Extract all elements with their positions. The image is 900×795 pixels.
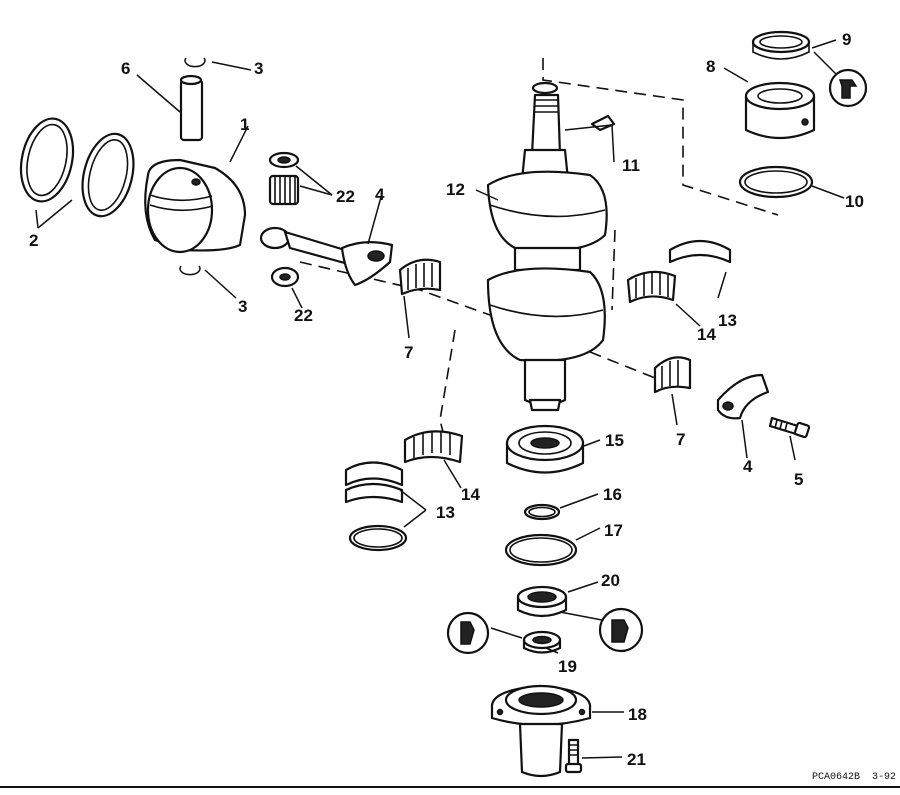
- roller-cage-upper: [398, 258, 442, 296]
- bearing-cage-upper: [626, 270, 677, 304]
- callout-19: 19: [558, 657, 577, 676]
- retaining-clip-top: [184, 57, 206, 68]
- bearing-shell-lower: [344, 461, 404, 504]
- bottom-rule: [0, 786, 900, 788]
- callout-9: 9: [842, 30, 851, 49]
- callout-13-lower: 13: [436, 503, 455, 522]
- callout-12: 12: [446, 180, 465, 199]
- callout-14-upper: 14: [697, 325, 716, 344]
- o-ring-upper: [738, 165, 814, 199]
- rod-cap: [716, 373, 770, 420]
- callout-11: 11: [622, 156, 640, 175]
- callout-8: 8: [706, 57, 715, 76]
- callout-7-lower: 7: [676, 430, 685, 449]
- callout-17: 17: [604, 521, 623, 540]
- callout-16: 16: [603, 485, 622, 504]
- callout-22-bottom: 22: [294, 306, 313, 325]
- sealant-symbol-left: [446, 611, 490, 655]
- woodruff-key: [590, 114, 616, 132]
- callout-6: 6: [121, 59, 130, 78]
- retaining-clip-bottom: [179, 265, 201, 276]
- sealant-symbol-right: [598, 607, 644, 653]
- callout-3-top: 3: [254, 59, 263, 78]
- bearing-shell-upper: [668, 240, 732, 264]
- seal-ring: [751, 30, 811, 60]
- piston-rings: [19, 117, 135, 218]
- mounting-screw: [564, 738, 583, 774]
- lubricant-symbol-top: [828, 68, 868, 108]
- callout-7-upper: 7: [404, 343, 413, 362]
- oil-seal-upper: [516, 585, 568, 618]
- callout-3-bottom: 3: [238, 297, 247, 316]
- callout-1: 1: [240, 115, 249, 134]
- o-ring-lower: [504, 533, 578, 567]
- leader-lines: [35, 39, 845, 759]
- callout-2: 2: [29, 231, 38, 250]
- oil-seal-lower: [522, 630, 562, 654]
- ball-bearing: [505, 424, 585, 474]
- callout-15: 15: [605, 431, 624, 450]
- callout-labels: 1 2 3 3 4 4 5 6 7 7 8 9 10 11 12 13 13 1…: [29, 30, 864, 769]
- piston: [144, 158, 247, 254]
- callout-4-cap: 4: [743, 457, 753, 476]
- callout-21: 21: [627, 750, 646, 769]
- callout-14-lower: 14: [461, 485, 480, 504]
- roller-cage-lower: [653, 356, 692, 394]
- snap-ring: [523, 503, 561, 521]
- callout-4-rod: 4: [375, 185, 385, 204]
- callout-22-top: 22: [336, 187, 355, 206]
- needle-bearing-bottom: [270, 266, 300, 288]
- figure-code: PCA0642B 3-92: [811, 772, 896, 783]
- bearing-cage-lower: [403, 430, 464, 464]
- callout-5: 5: [794, 470, 803, 489]
- retaining-ring: [348, 524, 408, 552]
- rod-bolt: [768, 416, 811, 439]
- callout-20: 20: [601, 571, 620, 590]
- needle-bearing-top: [268, 151, 300, 206]
- callout-10: 10: [845, 192, 864, 211]
- wrist-pin: [179, 74, 204, 142]
- connecting-rod: [259, 226, 394, 287]
- callout-13-upper: 13: [718, 311, 737, 330]
- crankshaft: [486, 81, 608, 412]
- needle-bearing-upper: [744, 81, 816, 140]
- bearing-housing: [490, 684, 592, 778]
- callout-18: 18: [628, 705, 647, 724]
